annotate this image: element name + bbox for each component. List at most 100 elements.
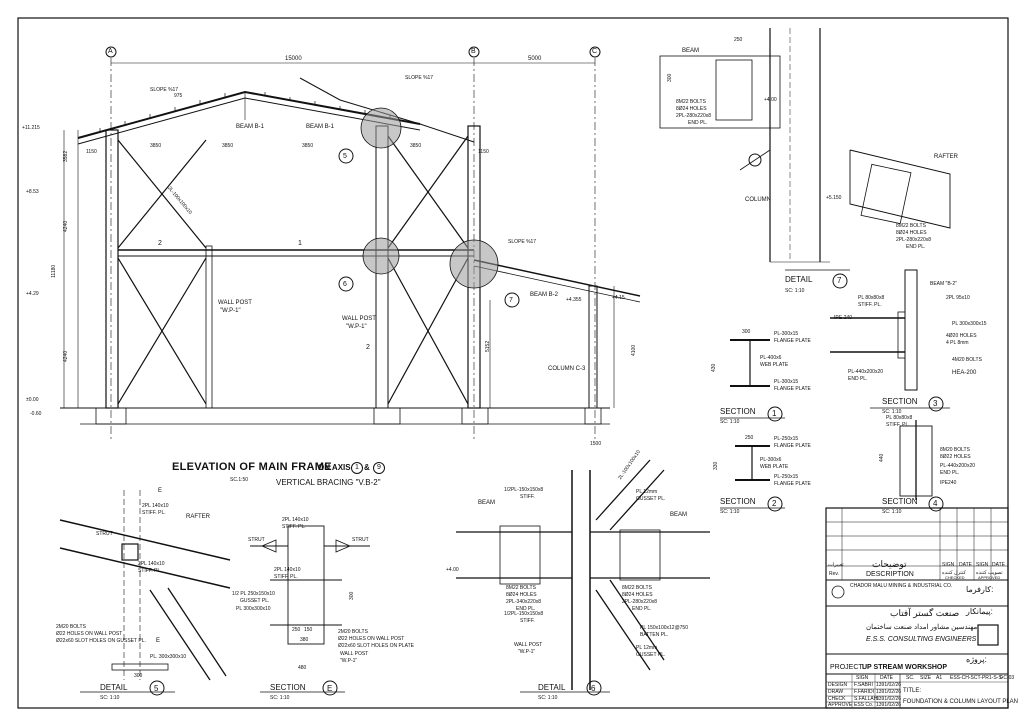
se-bolts3: Ø22x60 SLOT HOLES ON PLATE — [338, 643, 414, 649]
s2-fl-c: FLANGE PLATE — [774, 481, 811, 487]
dim-base: 1500 — [590, 441, 602, 447]
s3-bolts: 4M20 BOLTS — [952, 357, 982, 363]
d6-pl-top: 1/2PL-150x150x8 — [504, 487, 544, 493]
section-mark-2b: 2 — [366, 344, 370, 351]
se-bolts2: Ø22 HOLES ON WALL POST — [338, 636, 405, 642]
d6-wall: WALL POST — [514, 642, 543, 648]
s3-pl-a: PL 80x80x8 — [858, 295, 885, 301]
beam-b1-right: BEAM B-1 — [306, 124, 335, 130]
d7-endpl-r: END PL. — [906, 244, 926, 250]
d5-num: 5 — [154, 684, 159, 693]
tb-consultant-fa: مهندسین مشاور امداد صنعت ساختمان — [866, 624, 978, 631]
s3-pl-c: PL 300x300x15 — [952, 321, 987, 327]
tb-approved-fa: تصویب کننده — [976, 570, 1003, 576]
section-mark-1: 1 — [298, 240, 302, 247]
d6-stiff: STIFF. — [520, 494, 535, 500]
se-pl-c: PL 300x300x10 — [236, 606, 271, 612]
se-strut-a: STRUT — [248, 537, 265, 543]
tb-date-3: 1391/02/26 — [876, 696, 902, 702]
tb-rev-fa: تغییرات — [828, 562, 844, 568]
d6-gus2: PL 12mm — [636, 645, 658, 651]
s4-num: 4 — [933, 499, 938, 508]
tb-drawing-no: ESS-CH-SCT-PR1-S-S-C-03 — [950, 675, 1015, 681]
tb-client-fa: کارفرما: — [966, 585, 994, 594]
tb-row-design: DESIGN — [828, 682, 848, 688]
s3-holes: 4Ø20 HOLES — [946, 333, 977, 339]
d7-plate: 2PL-280x220x8 — [676, 113, 712, 119]
tb-checked: CHECKED — [945, 575, 965, 580]
s4-endpl2: END PL. — [940, 470, 960, 476]
d6-beam-l: BEAM — [478, 500, 496, 506]
tb-col-date: DATE — [880, 675, 893, 681]
d5-strut: STRUT — [96, 531, 113, 537]
d5-e-bot: E — [156, 638, 161, 644]
axis-9: 9 — [373, 462, 385, 474]
s2-d330: 330 — [713, 461, 719, 470]
se-title: SECTION — [270, 683, 306, 692]
tb-col-size: SIZE — [920, 675, 932, 681]
d5-stiff2-b: STIFF. PL. — [138, 568, 162, 574]
d6-holes-r: 8Ø24 HOLES — [622, 592, 653, 598]
level-l6: +4.15 — [612, 295, 625, 301]
se-d380: 380 — [300, 637, 309, 643]
slope-c: SLOPE %17 — [508, 239, 537, 245]
tb-title: FOUNDATION & COLUMN LAYOUT PLAN — [903, 699, 1019, 705]
d7-bolts-r: 8M22 BOLTS — [896, 223, 926, 229]
level-l2: +8.53 — [26, 189, 39, 195]
s4-d440: 440 — [879, 453, 885, 462]
d6-plate-l: 2PL-340x220x8 — [506, 599, 542, 605]
s1-num: 1 — [772, 409, 777, 418]
se-wall: WALL POST — [340, 651, 369, 657]
wall-post-a-tag: "W.P-1" — [220, 308, 241, 314]
d7-300: 300 — [667, 73, 673, 82]
d5-scale: SC: 1:10 — [100, 695, 120, 701]
s4-scale: SC: 1:10 — [882, 509, 902, 515]
tb-name2: F.FARIDI — [854, 689, 875, 695]
tb-row-draw: DRAW — [828, 689, 844, 695]
column-c3: COLUMN C-3 — [548, 366, 586, 372]
s2-pl-a: PL-250x15 — [774, 436, 799, 442]
d5-title: DETAIL — [100, 683, 128, 692]
d7-endpl: END PL. — [688, 120, 708, 126]
d5-rafter: RAFTER — [186, 514, 210, 520]
s3-fillet: 4 PL 8mm — [946, 340, 969, 346]
main-subtitle: VERTICAL BRACING "V.B-2" — [276, 478, 381, 487]
slope-b: SLOPE %17 — [405, 75, 434, 81]
tb-date-4: 1391/02/26 — [876, 702, 902, 708]
d7-holes: 8Ø24 HOLES — [676, 106, 707, 112]
se-pl-a: 2PL 140x10 — [282, 517, 309, 523]
main-scale: SC.1:50 — [230, 477, 249, 483]
tb-date1: DATE — [959, 562, 972, 568]
d7-plate-r: 2PL-280x220x8 — [896, 237, 932, 243]
dim-3850-c: 3850 — [302, 143, 314, 149]
tb-description: DESCRIPTION — [866, 571, 914, 578]
d6-batten: BATTEN PL. — [640, 632, 669, 638]
s1-d300: 300 — [742, 329, 751, 335]
d7-scale: SC: 1:10 — [785, 288, 805, 294]
tb-size: A1 — [936, 675, 943, 681]
s3-hea: HEA-200 — [952, 370, 977, 376]
d7-level2: +5.150 — [826, 195, 842, 201]
d6-endpl: END PL. — [516, 606, 536, 612]
s2-title: SECTION — [720, 497, 756, 506]
d6-pl12: PL 12mm — [636, 489, 658, 495]
dim-c: 5152 — [485, 340, 491, 352]
s1-fl-c: FLANGE PLATE — [774, 386, 811, 392]
s3-scale: SC: 1:10 — [882, 409, 902, 415]
s3-beam: BEAM "B-2" — [930, 281, 957, 287]
tb-name4: ESS Co. — [854, 702, 874, 708]
level-l3: +4.29 — [26, 291, 39, 297]
d5-d300: 300 — [134, 673, 143, 679]
tb-sign1: SIGN — [942, 562, 955, 568]
dim-3850-b: 3850 — [222, 143, 234, 149]
s4-endpl: PL-440x200x20 — [940, 463, 976, 469]
level-l4: ±0.00 — [26, 397, 39, 403]
s3-endpl2: END PL. — [848, 376, 868, 382]
tb-row-check: CHECK — [828, 696, 846, 702]
dim-c-h: 4100 — [631, 344, 637, 356]
d6-beam-r: BEAM — [670, 512, 688, 518]
d5-stiff-b: 2PL 140x10 — [138, 561, 165, 567]
dim-3850-a: 3850 — [150, 143, 162, 149]
